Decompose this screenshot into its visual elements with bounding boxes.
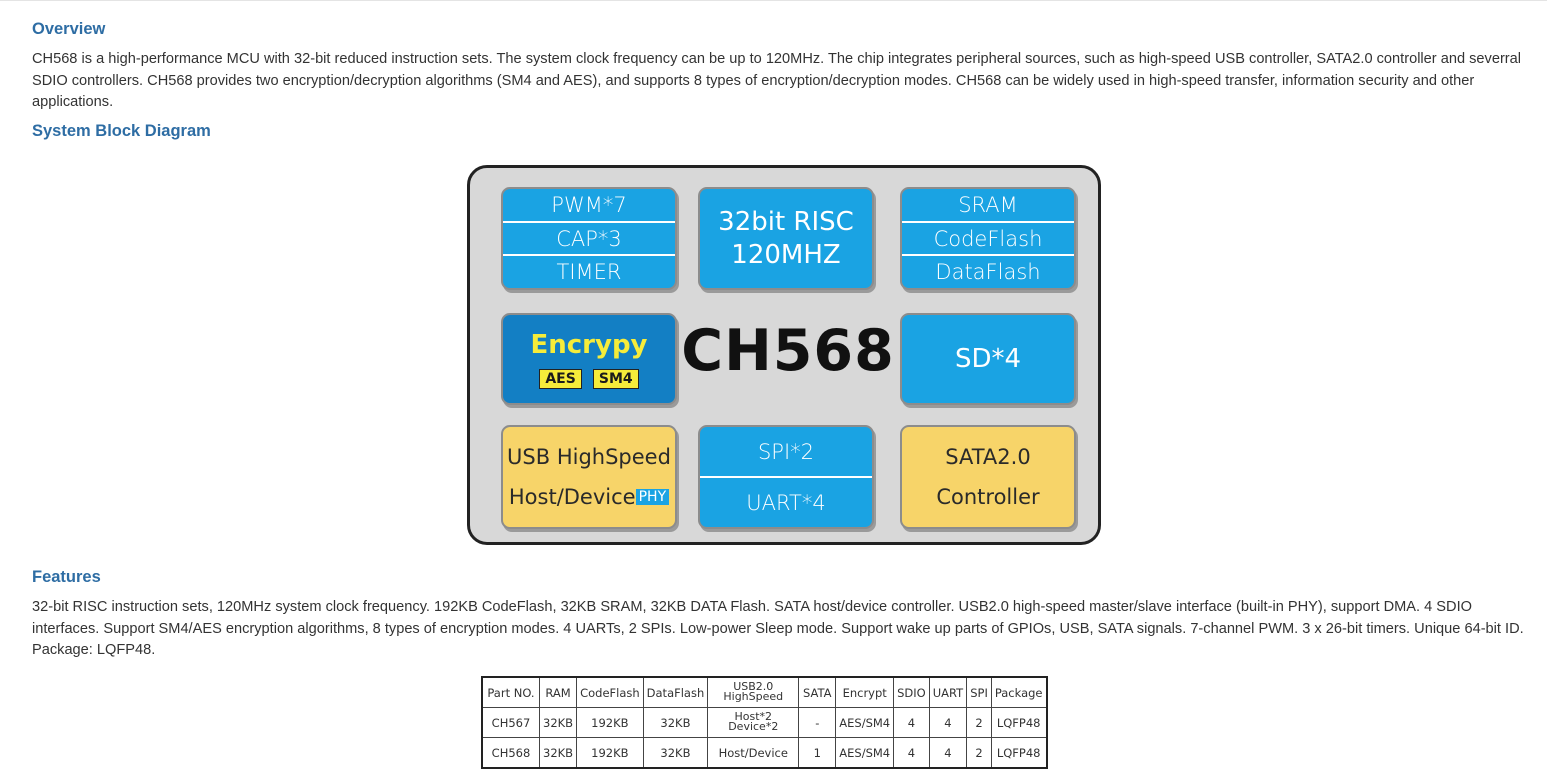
- block-diagram-heading: System Block Diagram: [32, 122, 211, 140]
- overview-heading: Overview: [32, 20, 106, 38]
- header-encrypt: Encrypt: [835, 676, 895, 708]
- cell-encrypt: AES/SM4: [835, 737, 895, 769]
- cell-ram: 32KB: [538, 737, 578, 769]
- serial-block: SPI*2 UART*4: [698, 425, 874, 529]
- cell-package: LQFP48: [990, 707, 1048, 738]
- usb-mode-label: Host/Device: [508, 485, 636, 509]
- cell-part: CH567: [481, 707, 540, 738]
- cell-codeflash: 192KB: [576, 737, 644, 769]
- sm4-tag: SM4: [592, 368, 639, 389]
- cell-part: CH568: [481, 737, 540, 769]
- cell-dataflash: 32KB: [642, 707, 709, 738]
- cell-sdio: 4: [893, 737, 930, 769]
- cell-usb-line2: Device*2: [728, 720, 779, 733]
- cap-label: CAP*3: [503, 220, 675, 255]
- header-spi: SPI: [966, 676, 992, 708]
- cell-sdio: 4: [893, 707, 930, 738]
- encrypt-block: Encrypy AES SM4: [501, 313, 677, 405]
- uart-label: UART*4: [700, 476, 872, 527]
- cell-package: LQFP48: [990, 737, 1048, 769]
- cell-sata: -: [798, 707, 837, 738]
- header-sdio: SDIO: [893, 676, 930, 708]
- sata-label: SATA2.0: [945, 445, 1031, 469]
- cell-encrypt: AES/SM4: [835, 707, 895, 738]
- sd-block: SD*4: [900, 313, 1076, 405]
- header-codeflash: CodeFlash: [576, 676, 644, 708]
- encrypt-title: Encrypy: [530, 329, 648, 360]
- cpu-arch-label: 32bit RISC: [718, 206, 854, 237]
- cell-dataflash: 32KB: [642, 737, 709, 769]
- cell-usb: Host/Device: [707, 737, 800, 769]
- overview-text: CH568 is a high-performance MCU with 32-…: [32, 51, 1522, 110]
- header-usb-line2: HighSpeed: [723, 690, 784, 703]
- memory-block: SRAM CodeFlash DataFlash: [900, 187, 1076, 290]
- features-text: 32-bit RISC instruction sets, 120MHz sys…: [32, 599, 1524, 658]
- dataflash-label: DataFlash: [902, 254, 1074, 288]
- sata-block: SATA2.0 Controller: [900, 425, 1076, 529]
- cell-ram: 32KB: [538, 707, 578, 738]
- header-dataflash: DataFlash: [642, 676, 709, 708]
- chip-name: CH568: [681, 318, 895, 384]
- timer-label: TIMER: [503, 254, 675, 288]
- timers-block: PWM*7 CAP*3 TIMER: [501, 187, 677, 290]
- cell-uart: 4: [928, 707, 968, 738]
- header-sata: SATA: [798, 676, 837, 708]
- header-ram: RAM: [538, 676, 578, 708]
- codeflash-label: CodeFlash: [902, 220, 1074, 255]
- aes-tag: AES: [539, 368, 582, 389]
- usb-speed-label: USB HighSpeed: [507, 445, 671, 469]
- header-usb-line1: USB2.0: [733, 680, 774, 693]
- cell-spi: 2: [966, 707, 992, 738]
- header-uart: UART: [928, 676, 968, 708]
- system-block-diagram: PWM*7 CAP*3 TIMER 32bit RISC 120MHZ SRAM…: [467, 165, 1101, 545]
- sd-label: SD*4: [954, 343, 1022, 374]
- cpu-block: 32bit RISC 120MHZ: [698, 187, 874, 290]
- pwm-label: PWM*7: [551, 192, 627, 217]
- cell-uart: 4: [928, 737, 968, 769]
- sram-label: SRAM: [958, 192, 1018, 217]
- cell-spi: 2: [966, 737, 992, 769]
- features-heading: Features: [32, 568, 101, 586]
- cell-usb-line1: Host*2: [734, 710, 773, 723]
- spi-label: SPI*2: [757, 439, 815, 464]
- cell-sata: 1: [798, 737, 837, 769]
- table-row: CH568 32KB 192KB 32KB Host/Device 1 AES/…: [481, 737, 1048, 769]
- sata-controller-label: Controller: [936, 485, 1040, 509]
- cell-codeflash: 192KB: [576, 707, 644, 738]
- phy-tag: PHY: [635, 489, 670, 505]
- header-part: Part NO.: [481, 676, 540, 708]
- header-package: Package: [990, 676, 1048, 708]
- cpu-clock-label: 120MHZ: [731, 239, 841, 270]
